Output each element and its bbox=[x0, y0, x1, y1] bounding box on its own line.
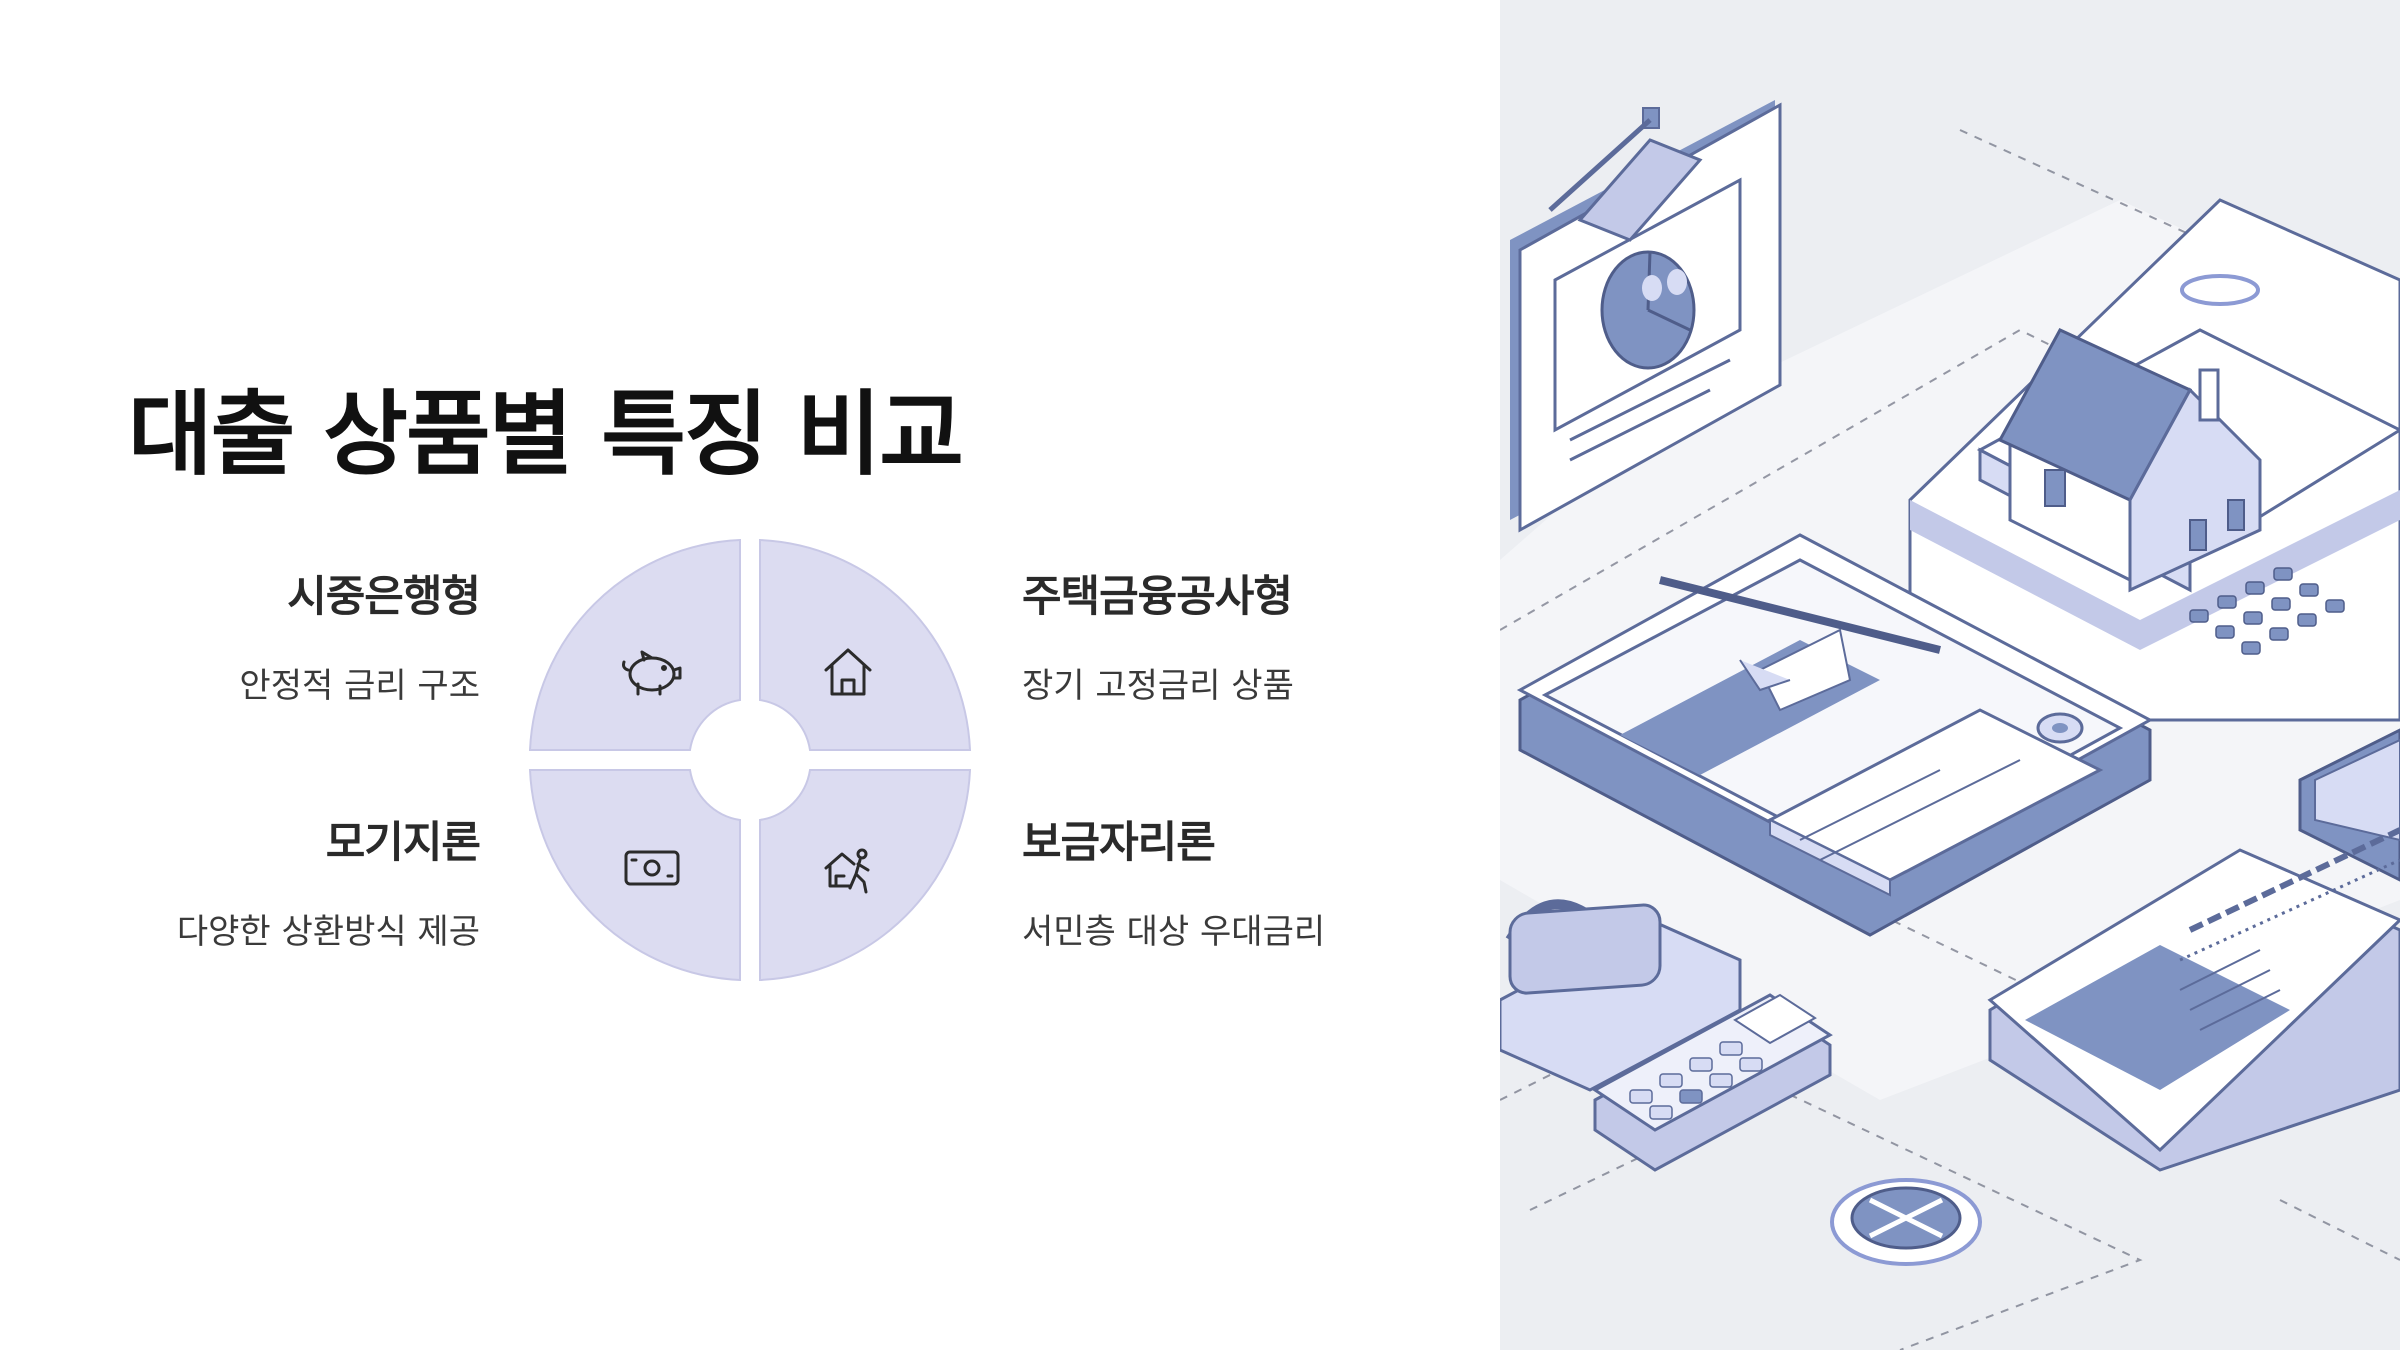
segment-top-right bbox=[759, 538, 972, 751]
quadrant-wheel bbox=[528, 538, 972, 982]
item-description: 서민층 대상 우대금리 bbox=[1022, 912, 1326, 952]
item-housing-finance: 주택금융공사형 장기 고정금리 상품 bbox=[1022, 562, 1482, 707]
tablet-card-illustration bbox=[1516, 533, 2154, 937]
house-model-illustration bbox=[1976, 328, 2400, 593]
segment-bottom-right bbox=[759, 769, 972, 982]
illustration-panel bbox=[1500, 0, 2400, 1350]
segment-bottom-left bbox=[528, 769, 741, 982]
banknote-icon bbox=[624, 850, 680, 886]
coin-illustration bbox=[1830, 1178, 1982, 1266]
keypad-illustration bbox=[2189, 567, 2345, 655]
item-heading: 시중은행형 bbox=[287, 572, 481, 622]
document-illustration bbox=[1987, 827, 2400, 1172]
item-mortgage-loan: 모기지론 다양한 상환방식 제공 bbox=[20, 808, 481, 953]
piggy-bank-icon bbox=[622, 650, 682, 696]
slide-title: 대출 상품별 특징 비교 bbox=[128, 381, 964, 488]
calculator-illustration bbox=[1592, 993, 1833, 1172]
segment-top-left bbox=[528, 538, 741, 751]
finance-isometric-illustration bbox=[1500, 0, 2400, 1350]
item-heading: 주택금융공사형 bbox=[1022, 572, 1293, 622]
house-person-icon bbox=[824, 848, 870, 894]
house-icon bbox=[824, 648, 872, 696]
item-description: 다양한 상환방식 제공 bbox=[176, 912, 480, 952]
chart-board-illustration bbox=[1510, 100, 1782, 533]
item-description: 장기 고정금리 상품 bbox=[1022, 666, 1294, 706]
item-description: 안정적 금리 구조 bbox=[239, 666, 480, 706]
item-commercial-bank: 시중은행형 안정적 금리 구조 bbox=[20, 562, 481, 707]
item-heading: 보금자리론 bbox=[1022, 818, 1216, 868]
content-panel: 대출 상품별 특징 비교 시중은행형 안정적 금리 구조 주택금융공사형 장기 … bbox=[20, 381, 1482, 982]
item-heading: 모기지론 bbox=[325, 818, 481, 868]
item-bogeumjari-loan: 보금자리론 서민층 대상 우대금리 bbox=[1022, 808, 1482, 953]
